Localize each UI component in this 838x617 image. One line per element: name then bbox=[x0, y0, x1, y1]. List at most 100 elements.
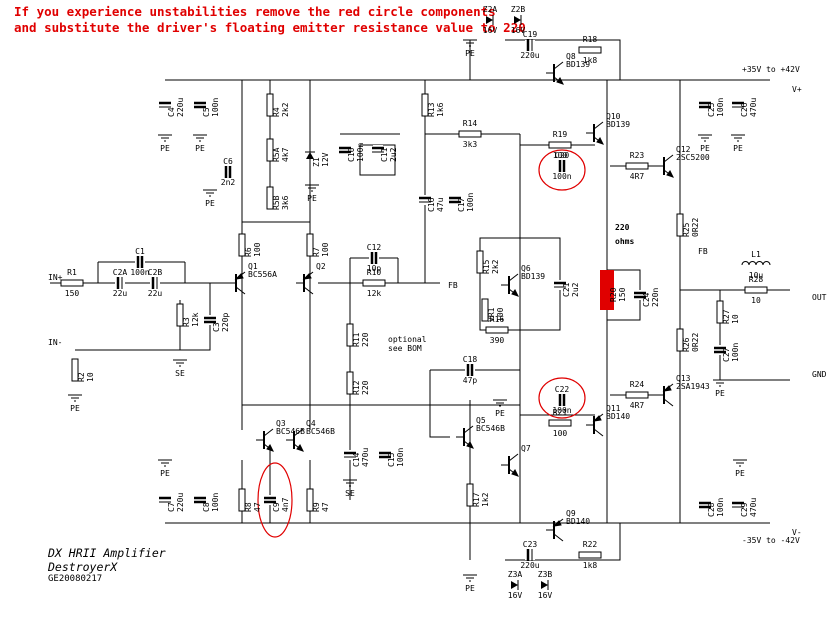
q12-ref-label: Q12 bbox=[676, 145, 691, 154]
r25-value-label: 0R22 bbox=[691, 218, 700, 237]
c19-ref-label: C19 bbox=[523, 30, 538, 39]
c1-ref-label: C1 bbox=[135, 247, 145, 256]
ground-symbol bbox=[68, 394, 82, 402]
ground-symbol bbox=[173, 359, 187, 367]
c14-ref-label: C14 bbox=[352, 452, 361, 467]
ground-label-pe: PE bbox=[195, 144, 205, 153]
r8-ref-label: R8 bbox=[244, 502, 253, 512]
ground-label-pe: PE bbox=[205, 199, 215, 208]
c4-ref-label: C4 bbox=[167, 107, 176, 117]
q8-value-label: BD139 bbox=[566, 60, 590, 69]
q9-transistor-symbol bbox=[546, 518, 564, 542]
ground-label-se: SE bbox=[175, 369, 185, 378]
c22-value-label: 100n bbox=[552, 406, 571, 415]
r9-value-label: 47 bbox=[321, 502, 330, 512]
ground-symbol bbox=[463, 39, 477, 47]
q9-value-label: BD140 bbox=[566, 517, 590, 526]
q8-ref-label: Q8 bbox=[566, 52, 576, 61]
c16-ref-label: C16 bbox=[427, 197, 436, 212]
c5-value-label: 100n bbox=[211, 98, 220, 117]
r19-value-label: 100 bbox=[553, 151, 568, 160]
r1-value-label: 150 bbox=[65, 289, 80, 298]
c3-ref-label: C3 bbox=[212, 322, 221, 332]
c10-value-label: 100n bbox=[356, 143, 365, 162]
c20-capacitor-symbol bbox=[557, 160, 567, 172]
r12-value-label: 220 bbox=[361, 380, 370, 395]
r6-value-label: 100 bbox=[253, 242, 262, 257]
r9-resistor-symbol bbox=[306, 488, 314, 512]
r19-ref-label: R19 bbox=[553, 130, 568, 139]
r18-ref-label: R18 bbox=[583, 35, 598, 44]
r28-resistor-symbol bbox=[744, 286, 768, 294]
ground-symbol bbox=[305, 184, 319, 192]
warning-note-line-1: If you experience unstabilities remove t… bbox=[14, 4, 496, 19]
r14-value-label: 3k3 bbox=[463, 140, 478, 149]
q3-ref-label: Q3 bbox=[276, 419, 286, 428]
q6-transistor-symbol bbox=[501, 273, 519, 297]
c11-ref-label: C11 bbox=[380, 147, 389, 162]
q7-transistor-symbol bbox=[501, 453, 519, 477]
ground-label-pe: PE bbox=[160, 469, 170, 478]
q8-transistor-symbol bbox=[546, 61, 564, 85]
c23-capacitor-symbol bbox=[525, 549, 535, 561]
r3-value-label: 12k bbox=[191, 312, 200, 327]
c18-ref-label: C18 bbox=[463, 355, 478, 364]
r27-value-label: 10 bbox=[731, 314, 740, 324]
q13-value-label: 2SA1943 bbox=[676, 382, 710, 391]
q9-ref-label: Q9 bbox=[566, 509, 576, 518]
vr1-trimmer-symbol bbox=[481, 298, 489, 322]
red-circle-c22 bbox=[538, 377, 586, 419]
c29-capacitor-symbol bbox=[732, 500, 744, 510]
q13-transistor-symbol bbox=[656, 383, 674, 407]
ground-label-pe: PE bbox=[70, 404, 80, 413]
c5-capacitor-symbol bbox=[194, 100, 206, 110]
c9-capacitor-symbol bbox=[264, 495, 276, 505]
r27-ref-label: R27 bbox=[722, 309, 731, 324]
ground-symbol bbox=[731, 134, 745, 142]
c14-value-label: 470u bbox=[361, 448, 370, 467]
r10-resistor-symbol bbox=[362, 279, 386, 287]
ground-symbol bbox=[698, 134, 712, 142]
c17-ref-label: C17 bbox=[457, 197, 466, 212]
r13-value-label: 1k6 bbox=[436, 102, 445, 117]
c12-capacitor-symbol bbox=[369, 252, 379, 264]
r21-resistor-symbol bbox=[548, 419, 572, 427]
positive-port-label: V+ bbox=[792, 85, 802, 94]
c22-ref-label: C22 bbox=[555, 385, 570, 394]
c7-ref-label: C7 bbox=[167, 502, 176, 512]
c11-value-label: 2u2 bbox=[389, 147, 398, 162]
z1-ref-label: Z1 bbox=[312, 157, 321, 167]
r17-ref-label: R17 bbox=[472, 492, 481, 507]
z3a-ref-label: Z3A bbox=[508, 570, 523, 579]
r10-ref-label: R10 bbox=[367, 268, 382, 277]
r5a-value-label: 4k7 bbox=[281, 147, 290, 162]
warning-note-line-2: and substitute the driver's floating emi… bbox=[14, 20, 526, 35]
r17-value-label: 1k2 bbox=[481, 492, 490, 507]
ground-symbol bbox=[343, 479, 357, 487]
c23-value-label: 220u bbox=[520, 561, 539, 570]
q11-transistor-symbol bbox=[586, 413, 604, 437]
c15-ref-label: C15 bbox=[387, 452, 396, 467]
r2-ref-label: R2 bbox=[77, 372, 86, 382]
r5b-value-label: 3k6 bbox=[281, 195, 290, 210]
r5a-ref-label: R5A bbox=[272, 147, 281, 162]
r20-ref-label: R20 bbox=[609, 287, 618, 302]
c17-value-label: 100n bbox=[466, 193, 475, 212]
z2a-ref-label: Z2A bbox=[483, 5, 498, 14]
r7-value-label: 100 bbox=[321, 242, 330, 257]
c2a-capacitor-symbol bbox=[115, 277, 125, 289]
wire-group bbox=[50, 39, 790, 561]
ground-label-pe: PE bbox=[700, 144, 710, 153]
q11-ref-label: Q11 bbox=[606, 404, 621, 413]
r3-resistor-symbol bbox=[176, 303, 184, 327]
c20-value-label: 100n bbox=[552, 172, 571, 181]
red-circle-c9 bbox=[257, 462, 293, 538]
r1-ref-label: R1 bbox=[67, 268, 77, 277]
q10-transistor-symbol bbox=[586, 121, 604, 145]
ground-label-pe: PE bbox=[160, 144, 170, 153]
c27-value-label: 100n bbox=[731, 343, 740, 362]
r12-resistor-symbol bbox=[346, 371, 354, 395]
q1-value-label: BC556A bbox=[248, 270, 277, 279]
c27-ref-label: C27 bbox=[722, 347, 731, 362]
c28-value-label: 100n bbox=[716, 498, 725, 517]
